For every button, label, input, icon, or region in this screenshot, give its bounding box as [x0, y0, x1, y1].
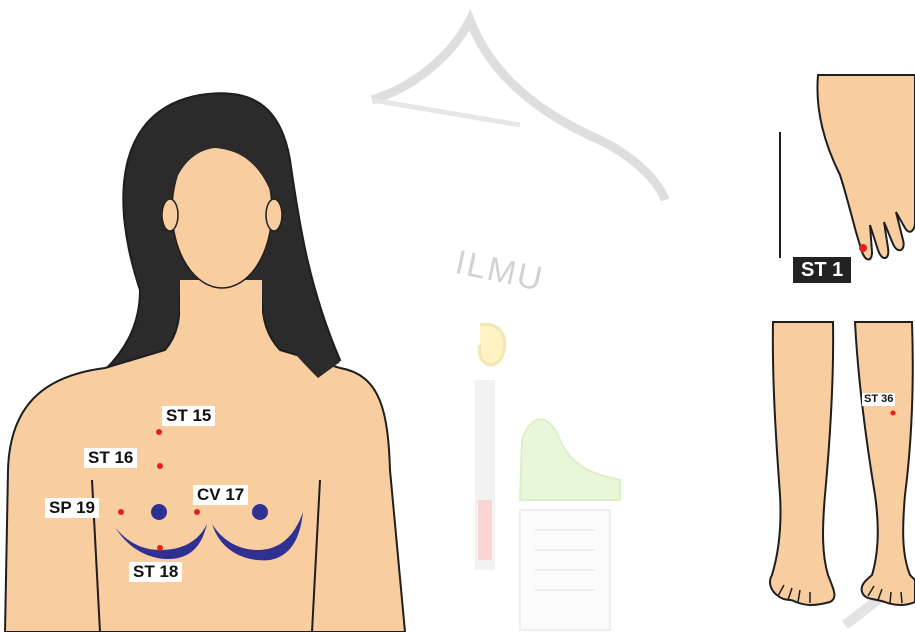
label-st1: ST 1 — [793, 257, 851, 283]
label-st15: ST 15 — [162, 406, 215, 426]
st36-point — [891, 411, 896, 416]
label-sp19: SP 19 — [45, 498, 99, 518]
label-st18: ST 18 — [129, 562, 182, 582]
label-st36: ST 36 — [862, 393, 895, 406]
label-cv17: CV 17 — [193, 485, 248, 505]
label-st16: ST 16 — [84, 448, 137, 468]
